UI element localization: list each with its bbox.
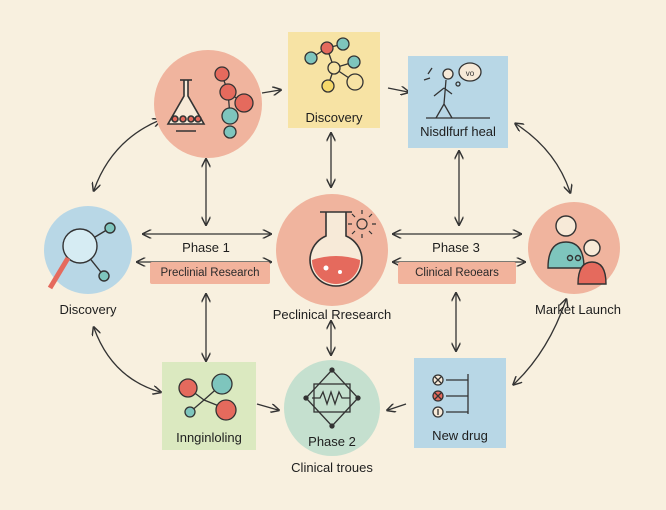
thought-bubble-text: vo [466,69,475,78]
molecule-cluster-icon [214,66,254,139]
arrow-discovery-to-inginloling [94,328,160,392]
arrow-newdrug-to-phase2 [388,404,407,410]
arrow-heal-to-market [516,124,570,192]
phase2-node [284,360,380,456]
new-drug-card-label: New drug [432,428,488,443]
arrow-inginloling-to-phase2 [256,403,278,410]
person-thinking-icon [423,62,490,119]
inginloling-card-node [162,362,256,450]
phase3-label: Phase 3 [432,240,480,255]
discovery-node-label: Discovery [59,302,117,317]
heal-card-node [408,56,508,148]
lab-flask-node [154,50,262,158]
heal-card-label: Nisdlfurf heal [420,124,496,139]
phase3-banner: Clinical Reoears [398,262,516,284]
new-drug-card-node [414,358,506,448]
discovery-node [44,206,132,294]
sun-sparkle-icon [348,210,376,238]
phase1-label: Phase 1 [182,240,230,255]
preclinical-node-label: Peclinical Rresearch [272,307,392,322]
people-icon [547,215,607,285]
molecule-bond-icon [178,373,237,421]
arrow-discovery-card-to-heal [387,88,408,92]
arrow-discovery-to-flask [94,120,160,190]
arrow-flask-to-discovery-card [261,90,280,93]
market-launch-label: Market Launch [535,302,621,317]
phase2-label: Phase 2 [308,434,356,449]
molecule-network-icon [304,37,364,93]
phase1-banner: Preclinial Research [150,262,270,284]
market-launch-node [528,202,620,294]
arrow-market-to-newdrug [514,300,566,384]
flask-icon [166,79,206,132]
magnifier-network-icon [47,222,116,290]
beaker-icon [309,211,363,287]
checklist-icon [432,374,469,418]
preclinical-research-node [276,194,388,306]
discovery-card-label: Discovery [305,110,363,125]
clinical-troues-caption: Clinical troues [291,460,373,475]
discovery-card-node [288,32,380,128]
inginloling-card-label: Innginloling [176,430,242,445]
signal-diamond-icon [303,367,361,429]
